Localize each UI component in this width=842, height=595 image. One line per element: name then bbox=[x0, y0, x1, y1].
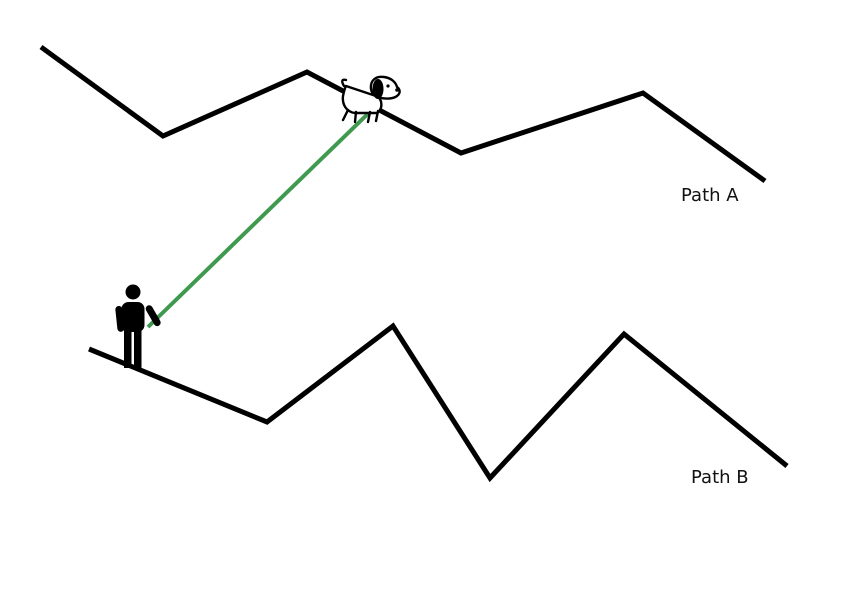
person-icon bbox=[115, 284, 161, 368]
path-a-line bbox=[39, 44, 767, 184]
path-b-label: Path B bbox=[691, 467, 749, 488]
leash-line bbox=[146, 102, 380, 329]
dog-icon bbox=[341, 75, 401, 124]
path-a-label: Path A bbox=[681, 185, 739, 206]
path-b-line bbox=[88, 322, 789, 483]
